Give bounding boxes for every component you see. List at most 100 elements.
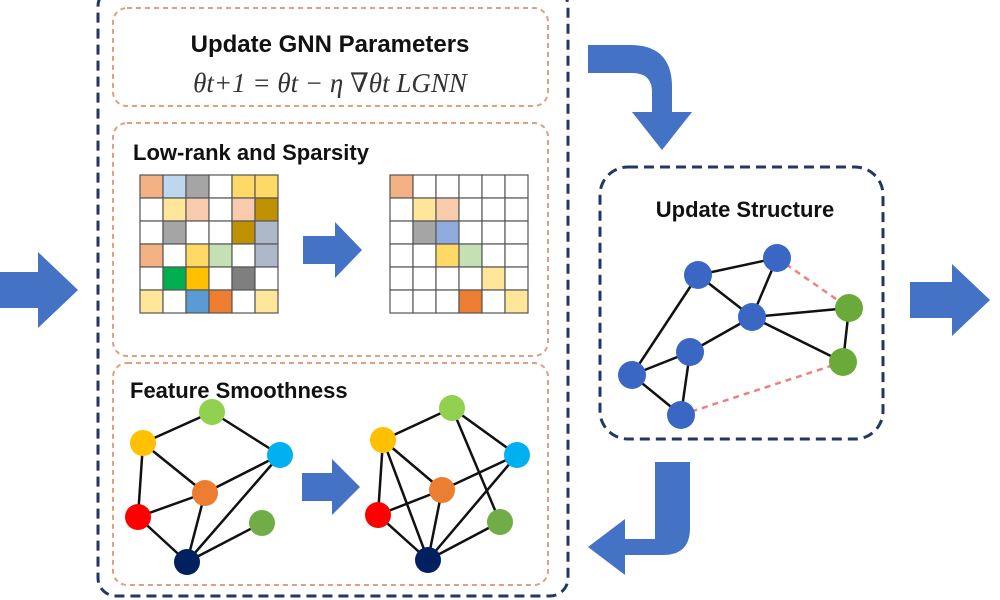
structure-graph-dashed-edges — [680, 256, 850, 417]
matrix-cell — [208, 220, 233, 245]
graph-node — [835, 294, 863, 322]
structure-graph-nodes — [618, 244, 863, 429]
matrix-cell — [254, 197, 279, 222]
matrix-cell — [412, 174, 437, 199]
matrix-cell — [139, 197, 164, 222]
matrix-cell — [254, 243, 279, 268]
matrix-cell — [435, 197, 460, 222]
matrix-cell — [435, 243, 460, 268]
matrix-transform-arrow — [303, 222, 362, 278]
graph-node — [439, 395, 465, 421]
update-gnn-formula: θt+1 = θt − η ∇θt LGNN — [193, 68, 469, 98]
matrix-cell — [254, 266, 279, 291]
update-gnn-title: Update GNN Parameters — [191, 31, 470, 58]
matrix-cell — [481, 197, 506, 222]
graph-node — [684, 261, 712, 289]
matrix-cell — [504, 220, 529, 245]
matrix-cell — [162, 289, 187, 314]
matrix-cell — [231, 243, 256, 268]
graph-node — [676, 338, 704, 366]
graph-node — [738, 303, 766, 331]
graph-node — [415, 547, 441, 573]
matrix-cell — [458, 289, 483, 314]
graph-node — [504, 442, 530, 468]
matrix-cell — [412, 243, 437, 268]
update-gnn-panel: Update GNN Parameters θt+1 = θt − η ∇θt … — [112, 7, 549, 107]
graph-node — [365, 502, 391, 528]
low-rank-title: Low-rank and Sparsity — [133, 140, 370, 165]
matrix-cell — [481, 174, 506, 199]
matrix-cell — [504, 174, 529, 199]
matrix-cell — [435, 266, 460, 291]
matrix-cell — [208, 174, 233, 199]
to-structure-arrow — [588, 45, 692, 150]
low-rank-panel: Low-rank and Sparsity — [112, 122, 549, 357]
matrix-cell — [458, 266, 483, 291]
graph-node — [763, 244, 791, 272]
matrix-cell — [139, 220, 164, 245]
graph-node — [174, 549, 200, 575]
matrix-cell — [162, 174, 187, 199]
graph-node — [199, 399, 225, 425]
matrix-cell — [185, 289, 210, 314]
matrix-cell — [185, 243, 210, 268]
matrix-cell — [162, 220, 187, 245]
graph-node — [667, 401, 695, 429]
matrix-cell — [458, 243, 483, 268]
outer-frame — [96, 0, 570, 598]
matrix-cell — [412, 266, 437, 291]
graph-node — [829, 348, 857, 376]
matrix-cell — [162, 197, 187, 222]
matrix-cell — [231, 289, 256, 314]
graph-node — [370, 427, 396, 453]
matrix-cell — [254, 220, 279, 245]
smoothness-transform-arrow — [302, 459, 360, 515]
matrix-cell — [231, 197, 256, 222]
matrix-cell — [208, 197, 233, 222]
matrix-cell — [481, 266, 506, 291]
feature-graph-before-nodes — [125, 399, 293, 575]
graph-node — [249, 510, 275, 536]
matrix-dense — [139, 174, 279, 314]
matrix-cell — [389, 243, 414, 268]
matrix-cell — [389, 197, 414, 222]
matrix-cell — [208, 289, 233, 314]
matrix-sparse — [389, 174, 529, 314]
matrix-cell — [162, 243, 187, 268]
matrix-cell — [389, 289, 414, 314]
matrix-cell — [504, 243, 529, 268]
matrix-cell — [504, 266, 529, 291]
matrix-cell — [231, 220, 256, 245]
graph-node — [130, 430, 156, 456]
graph-node — [192, 480, 218, 506]
matrix-cell — [412, 289, 437, 314]
matrix-cell — [139, 266, 164, 291]
matrix-cell — [208, 243, 233, 268]
matrix-cell — [389, 266, 414, 291]
matrix-cell — [185, 266, 210, 291]
matrix-cell — [208, 266, 233, 291]
matrix-cell — [185, 220, 210, 245]
graph-node — [618, 361, 646, 389]
matrix-cell — [162, 266, 187, 291]
matrix-cell — [481, 243, 506, 268]
feedback-arrow — [588, 462, 690, 575]
matrix-cell — [481, 220, 506, 245]
matrix-cell — [435, 174, 460, 199]
matrix-cell — [504, 289, 529, 314]
input-arrow — [0, 252, 78, 328]
output-arrow — [910, 264, 990, 336]
matrix-cell — [504, 197, 529, 222]
update-structure-title: Update Structure — [656, 197, 834, 222]
matrix-cell — [458, 174, 483, 199]
matrix-cell — [139, 174, 164, 199]
graph-node — [429, 477, 455, 503]
matrix-cell — [435, 220, 460, 245]
feature-smoothness-panel: Feature Smoothness — [112, 362, 549, 586]
matrix-cell — [185, 197, 210, 222]
matrix-cell — [435, 289, 460, 314]
graph-node — [267, 442, 293, 468]
matrix-cell — [231, 174, 256, 199]
matrix-cell — [254, 174, 279, 199]
